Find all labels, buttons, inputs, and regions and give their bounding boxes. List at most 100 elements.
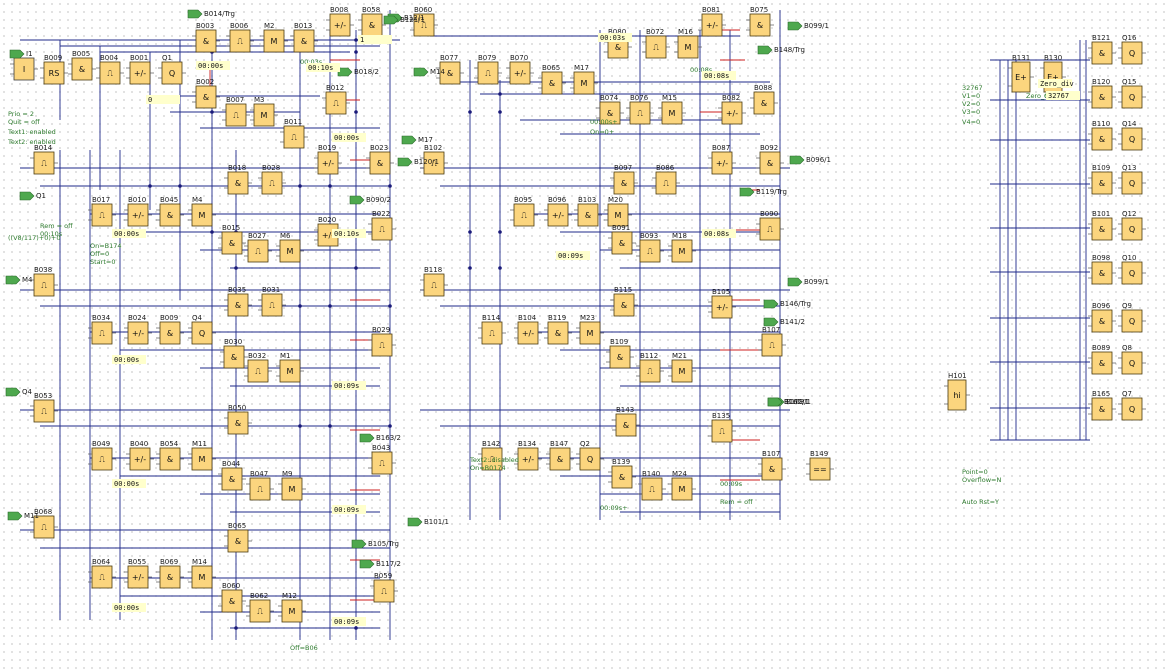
fb-b027[interactable]: ⎍B027 bbox=[244, 232, 272, 263]
fb-b006[interactable]: ⎍B006 bbox=[226, 22, 254, 53]
connector-flag[interactable]: B119/Trg bbox=[739, 187, 787, 197]
connector-flag[interactable]: B014/Trg bbox=[187, 9, 235, 19]
connector-flag[interactable]: Q4 bbox=[5, 387, 33, 397]
fb-b139[interactable]: &B139 bbox=[608, 458, 636, 489]
fb-m4[interactable]: MM4 bbox=[188, 196, 216, 227]
fb-b022[interactable]: ⎍B022 bbox=[368, 210, 396, 241]
connector-flag[interactable]: B101/1 bbox=[407, 517, 449, 527]
connector-flag[interactable]: B105/Trg bbox=[351, 539, 399, 549]
fb-b120[interactable]: &B120 bbox=[1088, 78, 1116, 109]
fb-b074[interactable]: &B074 bbox=[596, 94, 624, 125]
fb-m3[interactable]: MM3 bbox=[250, 96, 278, 127]
fb-b034[interactable]: ⎍B034 bbox=[88, 314, 116, 345]
fb-m2[interactable]: MM2 bbox=[260, 22, 288, 53]
fb-b018[interactable]: &B018 bbox=[224, 164, 252, 195]
connector-flag[interactable]: M17 bbox=[401, 135, 433, 145]
fb-b002[interactable]: &B002 bbox=[192, 78, 220, 109]
connector-flag[interactable]: B117/2 bbox=[359, 559, 401, 569]
fb-q7[interactable]: QQ7 bbox=[1118, 390, 1146, 421]
fb-b023[interactable]: &B023 bbox=[366, 144, 394, 175]
fb-b109[interactable]: &B109 bbox=[606, 338, 634, 369]
fb-m9[interactable]: MM9 bbox=[278, 470, 306, 501]
fb-b103[interactable]: &B103 bbox=[574, 196, 602, 227]
connector-flag[interactable]: B018/2 bbox=[337, 67, 379, 77]
fb-b062[interactable]: ⎍B062 bbox=[246, 592, 274, 623]
fb-b003[interactable]: &B003 bbox=[192, 22, 220, 53]
fb-b059[interactable]: ⎍B059 bbox=[370, 572, 398, 603]
fb-m1[interactable]: MM1 bbox=[276, 352, 304, 383]
fb-b001[interactable]: +/-B001 bbox=[126, 54, 154, 85]
connector-flag[interactable]: M11 bbox=[7, 511, 39, 521]
fb-b029[interactable]: ⎍B029 bbox=[368, 326, 396, 357]
fb-b079[interactable]: ⎍B079 bbox=[474, 54, 502, 85]
fb-b105[interactable]: +/-B105 bbox=[708, 288, 736, 319]
fb-b008[interactable]: +/-B008 bbox=[326, 6, 354, 37]
fb-m6[interactable]: MM6 bbox=[276, 232, 304, 263]
fb-b147[interactable]: &B147 bbox=[546, 440, 574, 471]
fb-b043[interactable]: ⎍B043 bbox=[368, 444, 396, 475]
connector-flag[interactable]: B096/1 bbox=[789, 155, 831, 165]
fb-b045[interactable]: &B045 bbox=[156, 196, 184, 227]
fb-b087[interactable]: +/-B087 bbox=[708, 144, 736, 175]
connector-flag[interactable]: B120/1 bbox=[397, 157, 439, 167]
fb-b118[interactable]: ⎍B118 bbox=[420, 266, 448, 297]
fb-b134[interactable]: +/-B134 bbox=[514, 440, 542, 471]
connector-flag[interactable]: M14 bbox=[413, 67, 445, 77]
fb-b135[interactable]: ⎍B135 bbox=[708, 412, 736, 443]
fb-b082[interactable]: +/-B082 bbox=[718, 94, 746, 125]
connector-flag[interactable]: B141/2 bbox=[763, 317, 805, 327]
fb-b049[interactable]: ⎍B049 bbox=[88, 440, 116, 471]
fb-b121[interactable]: &B121 bbox=[1088, 34, 1116, 65]
fb-b143[interactable]: &B143 bbox=[612, 406, 640, 437]
connector-flag[interactable]: M4 bbox=[5, 275, 33, 285]
fb-q9[interactable]: QQ9 bbox=[1118, 302, 1146, 333]
fb-b044[interactable]: &B044 bbox=[218, 460, 246, 491]
fb-b017[interactable]: ⎍B017 bbox=[88, 196, 116, 227]
fb-b101[interactable]: &B101 bbox=[1088, 210, 1116, 241]
connector-flag[interactable]: B099/1 bbox=[787, 277, 829, 287]
fb-b115[interactable]: &B115 bbox=[610, 286, 638, 317]
fb-b098[interactable]: &B098 bbox=[1088, 254, 1116, 285]
fb-b069[interactable]: &B069 bbox=[156, 558, 184, 589]
fb-b107[interactable]: &B107 bbox=[758, 450, 786, 481]
fb-b064[interactable]: ⎍B064 bbox=[88, 558, 116, 589]
fb-q2[interactable]: QQ2 bbox=[576, 440, 604, 471]
fb-b076[interactable]: ⎍B076 bbox=[626, 94, 654, 125]
fb-b081[interactable]: +/-B081 bbox=[698, 6, 726, 37]
fb-b095[interactable]: ⎍B095 bbox=[510, 196, 538, 227]
fb-b031[interactable]: ⎍B031 bbox=[258, 286, 286, 317]
fb-q1[interactable]: QQ1 bbox=[158, 54, 186, 85]
fb-b110[interactable]: &B110 bbox=[1088, 120, 1116, 151]
fb-b047[interactable]: ⎍B047 bbox=[246, 470, 274, 501]
fb-b058[interactable]: &B058 bbox=[358, 6, 386, 37]
connector-flag[interactable]: I1 bbox=[9, 49, 33, 59]
fb-b140[interactable]: ⎍B140 bbox=[638, 470, 666, 501]
fb-b065[interactable]: &B065 bbox=[224, 522, 252, 553]
fb-b060[interactable]: ⎍B060 bbox=[410, 6, 438, 37]
fb-b024[interactable]: +/-B024 bbox=[124, 314, 152, 345]
fb-b091[interactable]: &B091 bbox=[608, 224, 636, 255]
fb-b109[interactable]: &B109 bbox=[1088, 164, 1116, 195]
fb-b030[interactable]: &B030 bbox=[220, 338, 248, 369]
fb-b012[interactable]: ⎍B012 bbox=[322, 84, 350, 115]
fb-b009[interactable]: &B009 bbox=[156, 314, 184, 345]
fb-b086[interactable]: ⎍B086 bbox=[652, 164, 680, 195]
fb-b040[interactable]: +/-B040 bbox=[126, 440, 154, 471]
fb-b050[interactable]: &B050 bbox=[224, 404, 252, 435]
fb-b005[interactable]: &B005 bbox=[68, 50, 96, 81]
fb-b007[interactable]: ⎍B007 bbox=[222, 96, 250, 127]
fb-b065[interactable]: &B065 bbox=[538, 64, 566, 95]
